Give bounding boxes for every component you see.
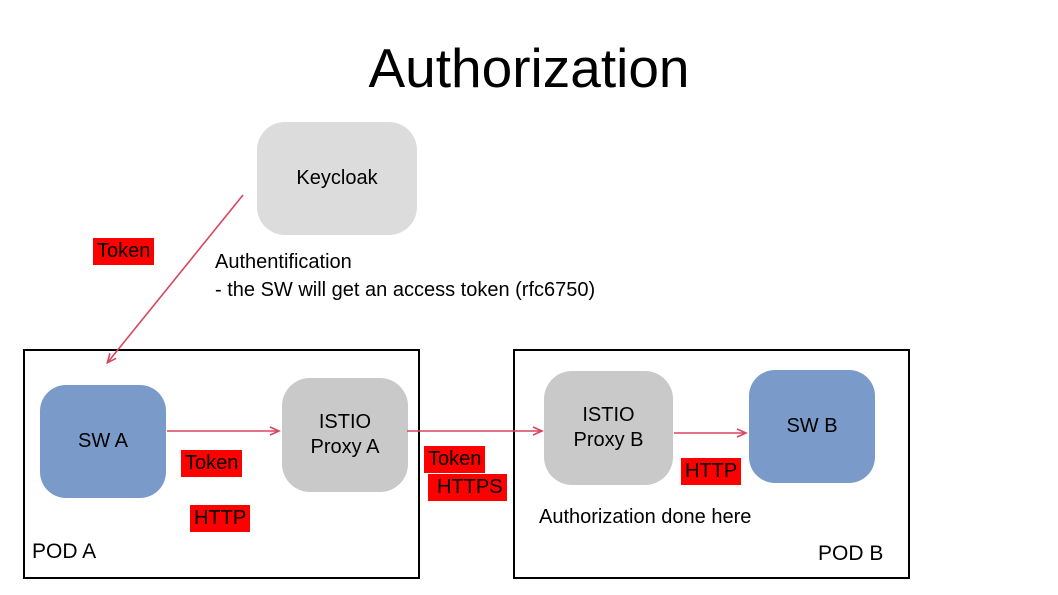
pod-a-name: POD A — [32, 540, 97, 563]
authorization-note: Authorization done here — [539, 506, 752, 528]
istio-proxy-a-node: ISTIO Proxy A — [282, 378, 408, 492]
istio-proxy-b-label-line2: Proxy B — [573, 429, 644, 451]
slide-title: Authorization — [368, 37, 690, 99]
keycloak-node: Keycloak — [257, 122, 417, 235]
sw-b-node: SW B — [749, 370, 875, 483]
pod-b-name: POD B — [818, 542, 884, 565]
istio-proxy-a-label-line2: Proxy A — [310, 436, 380, 458]
http-label-pod-b: HTTP — [681, 458, 742, 485]
pod-b-container — [513, 349, 910, 579]
istio-proxy-b-node: ISTIO Proxy B — [544, 371, 673, 485]
http-label-pod-a: HTTP — [190, 505, 251, 532]
token-label-between-pods: Token — [424, 446, 486, 473]
sw-a-label: SW A — [77, 430, 128, 452]
istio-proxy-a-label-line1: ISTIO — [318, 411, 372, 433]
authentification-note-line2: - the SW will get an access token (rfc67… — [215, 279, 596, 302]
token-label-keycloak: Token — [93, 238, 155, 265]
sw-a-node: SW A — [40, 385, 166, 498]
token-label-pod-a: Token — [181, 450, 243, 477]
authentification-note-line1: Authentification — [215, 251, 352, 273]
https-label-between-pods: HTTPS — [428, 474, 507, 501]
sw-b-label: SW B — [786, 415, 838, 437]
keycloak-label: Keycloak — [296, 167, 378, 189]
istio-proxy-b-label-line1: ISTIO — [582, 404, 635, 426]
authentification-note: Authentification - the SW will get an ac… — [215, 248, 595, 305]
